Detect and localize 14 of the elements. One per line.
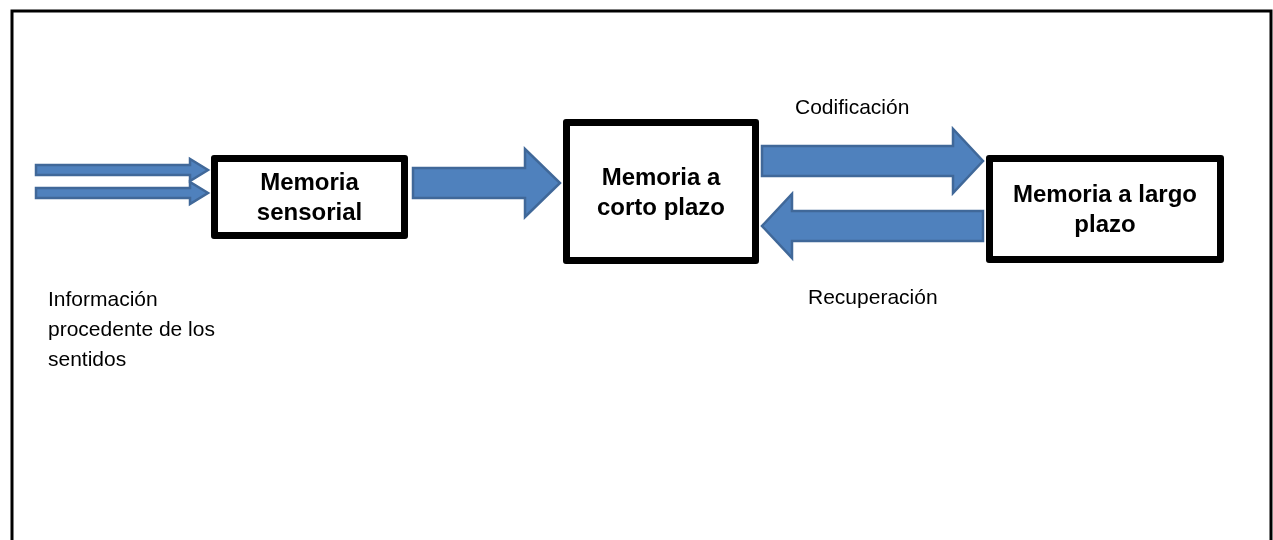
memory-box bbox=[563, 119, 759, 264]
block-arrow bbox=[760, 125, 985, 197]
block-arrow bbox=[411, 146, 562, 220]
box-title: Memoria sensorial bbox=[255, 167, 364, 227]
memory-box bbox=[986, 155, 1224, 263]
edge-label: Codificación bbox=[795, 94, 910, 120]
box-title: Memoria a largo plazo bbox=[1011, 179, 1199, 239]
memory-box bbox=[211, 155, 408, 239]
edge-label: Recuperación bbox=[808, 284, 938, 310]
note-text: Información procedente de los sentidos bbox=[48, 286, 216, 372]
block-arrow bbox=[34, 179, 211, 207]
box-title: Memoria a corto plazo bbox=[596, 161, 726, 222]
block-arrow bbox=[760, 190, 985, 262]
block-arrow bbox=[34, 156, 211, 184]
